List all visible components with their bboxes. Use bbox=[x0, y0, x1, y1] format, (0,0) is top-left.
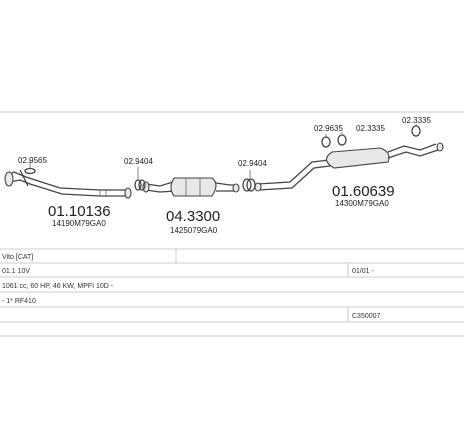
rear-silencer-oem: 14300M79GA0 bbox=[335, 199, 389, 208]
hanger-rubber-2-code: 02.3335 bbox=[356, 124, 385, 133]
front-pipe-oem: 14190M79GA0 bbox=[52, 219, 106, 228]
table-row-model: Vito [CAT] bbox=[2, 254, 33, 261]
table-row-date: 01/01 - bbox=[352, 268, 374, 275]
hanger-rubber-3[interactable] bbox=[411, 124, 421, 137]
catalyst-code: 04.3300 bbox=[166, 208, 220, 225]
catalyst-oem: 1425079GA0 bbox=[170, 226, 218, 235]
front-pipe-gasket[interactable] bbox=[24, 160, 36, 175]
vehicle-info-table bbox=[0, 248, 464, 337]
rear-silencer-code: 01.60639 bbox=[332, 183, 395, 200]
catalyst-clamp-code: 02.9404 bbox=[124, 157, 153, 166]
front-pipe-code: 01.10136 bbox=[48, 203, 111, 220]
table-row-specs: 1061 cc, 60 HP, 46 KW, MPFI 10D - bbox=[2, 283, 114, 290]
catalyst-part[interactable] bbox=[142, 177, 240, 197]
front-pipe-gasket-code: 02.9565 bbox=[18, 156, 47, 165]
table-row-reference: C350007 bbox=[352, 313, 381, 320]
hanger-rubber-2[interactable] bbox=[337, 132, 347, 146]
hanger-rubber-1[interactable] bbox=[321, 134, 331, 148]
hanger-rubber-1-code: 02.9635 bbox=[314, 124, 343, 133]
front-pipe-part[interactable] bbox=[4, 169, 132, 199]
connector-clamp-code: 02.9404 bbox=[238, 159, 267, 168]
catalyst-clamp[interactable] bbox=[134, 167, 146, 191]
table-row-variant: - 1* RF410 bbox=[2, 298, 36, 305]
connector-clamp[interactable] bbox=[242, 170, 256, 192]
rear-silencer-part[interactable] bbox=[254, 142, 444, 192]
table-row-engine: 01.1 10V bbox=[2, 268, 30, 275]
hanger-rubber-3-code: 02.3335 bbox=[402, 116, 431, 125]
